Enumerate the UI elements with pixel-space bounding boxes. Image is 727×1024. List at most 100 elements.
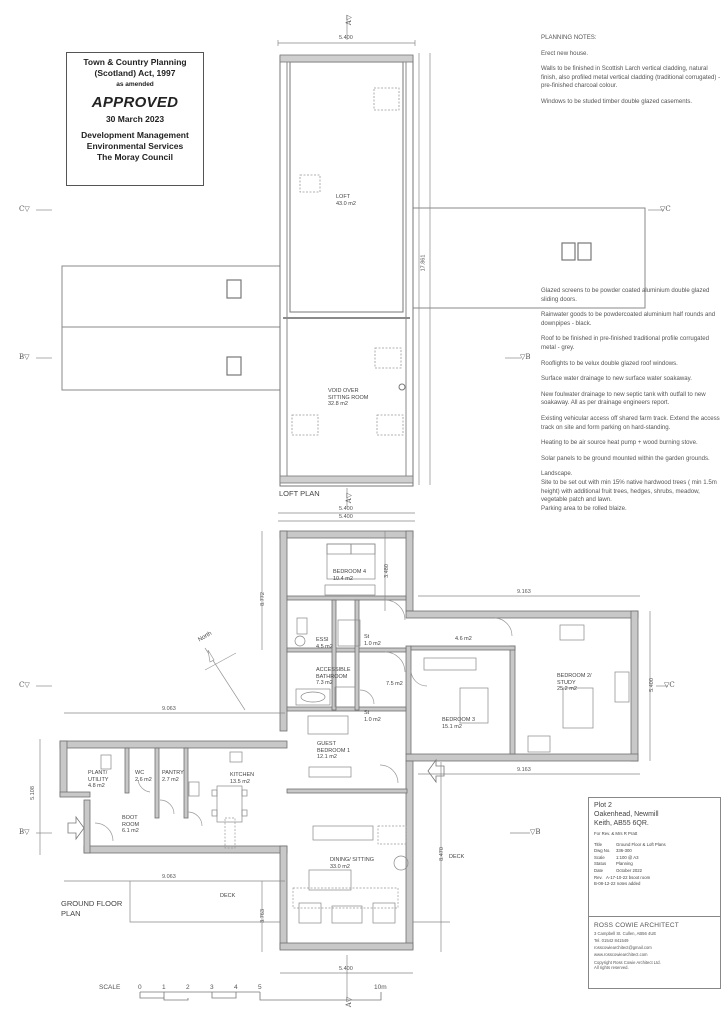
note-item: Heating to be air source heat pump + woo… bbox=[541, 439, 698, 447]
client: For Rev. & Mrs R Pratt bbox=[594, 831, 638, 836]
note-item: Walls to be finished in Scottish Larch v… bbox=[541, 65, 721, 90]
west-roof-outline bbox=[61, 265, 281, 391]
info-row: B-08-12-22 notes added bbox=[594, 881, 641, 887]
room-label-store: St 1.0 m2 bbox=[364, 634, 381, 647]
section-marker-c: C▽ bbox=[19, 681, 30, 689]
dim-loft-width-bottom: 5.400 bbox=[339, 506, 353, 512]
room-label-kitchen: KITCHEN 13.5 m2 bbox=[230, 772, 255, 785]
section-marker-c: ▽C bbox=[660, 205, 671, 213]
room-label-store: St 1.0 m2 bbox=[364, 710, 381, 723]
dim-ground-bottom-width: 5.400 bbox=[339, 966, 353, 972]
dim-west-wing-depth: 5.108 bbox=[29, 786, 36, 800]
architect-details: ROSS COWIE ARCHITECT 3 Campbell St. Cull… bbox=[589, 916, 720, 974]
section-marker-b: ▽B bbox=[520, 353, 531, 361]
scale-tick: 2 bbox=[186, 984, 190, 991]
stamp-date: 30 March 2023 bbox=[105, 114, 165, 124]
project-address-1: Oakenhead, Newmill bbox=[594, 811, 659, 818]
room-label-pantry: PANTRY 2.7 m2 bbox=[162, 770, 184, 783]
note-item: New foulwater drainage to new septic tan… bbox=[541, 390, 706, 407]
dim-deck-length: 8.470 bbox=[438, 847, 445, 861]
project-address-2: Keith, AB55 6QR. bbox=[594, 820, 649, 827]
note-item: Glazed screens to be powder coated alumi… bbox=[541, 287, 710, 303]
scale-tick: 1 bbox=[162, 984, 166, 991]
firm-name: ROSS COWIE ARCHITECT bbox=[594, 922, 679, 929]
dim-east-wing-depth: 5.400 bbox=[648, 678, 655, 692]
scale-tick: 5 bbox=[258, 984, 262, 991]
stamp-status: APPROVED bbox=[91, 94, 179, 111]
copyright: Copyright Ross Cowie Architect Ltd.All r… bbox=[594, 960, 661, 970]
note-item: Landscape. Site to be set out with min 1… bbox=[541, 470, 717, 512]
loft-plan-title: LOFT PLAN bbox=[279, 489, 320, 498]
room-label-bedroom-4: BEDROOM 4 10.4 m2 bbox=[333, 569, 367, 582]
section-marker-b: B▽ bbox=[19, 353, 30, 361]
section-marker-a: A▽ bbox=[345, 492, 354, 504]
dim-loft-length: 17.861 bbox=[420, 254, 427, 272]
section-marker-a: A▽ bbox=[345, 996, 354, 1008]
room-label-ensuite: ESSI 4.5 m2 bbox=[316, 637, 333, 650]
dim-west-length: 9.063 bbox=[162, 706, 176, 712]
note-item: Roof to be finished in pre-finished trad… bbox=[541, 335, 710, 351]
section-marker-a: A▽ bbox=[345, 14, 354, 26]
room-label-landing: 4.6 m2 bbox=[455, 636, 472, 642]
room-label-accessible-bathroom: ACCESSIBLE BATHROOM 7.3 m2 bbox=[316, 667, 351, 686]
notes-heading: PLANNING NOTES: bbox=[541, 34, 597, 41]
dim-north-depth: 3.480 bbox=[383, 564, 390, 578]
planning-notes-top: PLANNING NOTES: Erect new house. Walls t… bbox=[541, 34, 721, 114]
dim-west-length-bottom: 9.063 bbox=[162, 874, 176, 880]
info-row: Rev.A-17-10-22 bsoot room bbox=[594, 874, 651, 880]
note-item: Solar panels to be ground mounted within… bbox=[541, 454, 710, 462]
note-item: Erect new house. bbox=[541, 49, 589, 57]
stamp-council: The Moray Council bbox=[96, 152, 174, 162]
title-block: Plot 2 Oakenhead, Newmill Keith, AB55 6Q… bbox=[588, 797, 721, 989]
room-label-wc: WC 2.6 m2 bbox=[135, 770, 152, 783]
firm-address: 3 Campbell St. Cullen, AB56 4UE bbox=[594, 931, 657, 936]
note-item: Existing vehicular access off shared far… bbox=[541, 414, 720, 431]
dim-south-depth: 3.763 bbox=[259, 909, 266, 923]
firm-web: www.rosscowiearchitect.com bbox=[594, 952, 648, 957]
room-label-dining-sitting: DINING/ SITTING 33.0 m2 bbox=[330, 857, 374, 870]
room-label-plant-utility: PLANT/ UTILITY 4.8 m2 bbox=[88, 770, 109, 789]
scale-tick: 3 bbox=[210, 984, 214, 991]
info-row: Dwg No.336-300 bbox=[594, 848, 632, 854]
note-item: Surface water drainage to new surface wa… bbox=[541, 375, 692, 383]
stamp-amended: as amended bbox=[116, 81, 154, 88]
room-label-boot-room: BOOT ROOM 6.1 m2 bbox=[122, 815, 140, 834]
deck-label: DECK bbox=[449, 854, 465, 860]
stamp-dept1: Development Management bbox=[81, 130, 189, 140]
stamp-dept2: Environmental Services bbox=[86, 141, 184, 151]
scale-tick: 0 bbox=[138, 984, 142, 991]
note-item: Rainwater goods to be powdercoated alumi… bbox=[541, 311, 716, 327]
project-name: Plot 2 bbox=[594, 802, 612, 809]
room-label-guest-bedroom: GUEST BEDROOM 1 12.1 m2 bbox=[317, 741, 351, 760]
deck-label: DECK bbox=[220, 893, 236, 899]
firm-tel: Tel. 01542 841549 bbox=[594, 938, 629, 943]
scale-tick: 4 bbox=[234, 984, 238, 991]
note-item: Windows to be studed timber double glaze… bbox=[541, 97, 693, 105]
note-item: Rooflights to be velux double glazed roo… bbox=[541, 359, 678, 367]
stamp-act-line2: (Scotland) Act, 1997 bbox=[94, 68, 176, 78]
dim-ground-top-width: 5.400 bbox=[339, 514, 353, 520]
scale-tick: 10m bbox=[374, 984, 387, 991]
planning-notes-bottom: Glazed screens to be powder coated alumi… bbox=[541, 287, 721, 520]
section-marker-c: ▽C bbox=[664, 681, 675, 689]
dim-loft-width-top: 5.400 bbox=[339, 35, 353, 41]
section-marker-b: B▽ bbox=[19, 828, 30, 836]
section-marker-c: C▽ bbox=[19, 205, 30, 213]
dim-east-length-bottom: 9.163 bbox=[517, 767, 531, 773]
dim-center-length: 8.772 bbox=[259, 592, 266, 606]
firm-email: rosscowiearchitect@gmail.com bbox=[594, 945, 652, 950]
approval-stamp: Town & Country Planning (Scotland) Act, … bbox=[66, 52, 204, 186]
scale-label: SCALE bbox=[99, 984, 121, 991]
dim-east-length: 9.163 bbox=[517, 589, 531, 595]
stamp-act-line1: Town & Country Planning bbox=[83, 57, 187, 67]
room-label-hall: 7.5 m2 bbox=[386, 681, 403, 687]
